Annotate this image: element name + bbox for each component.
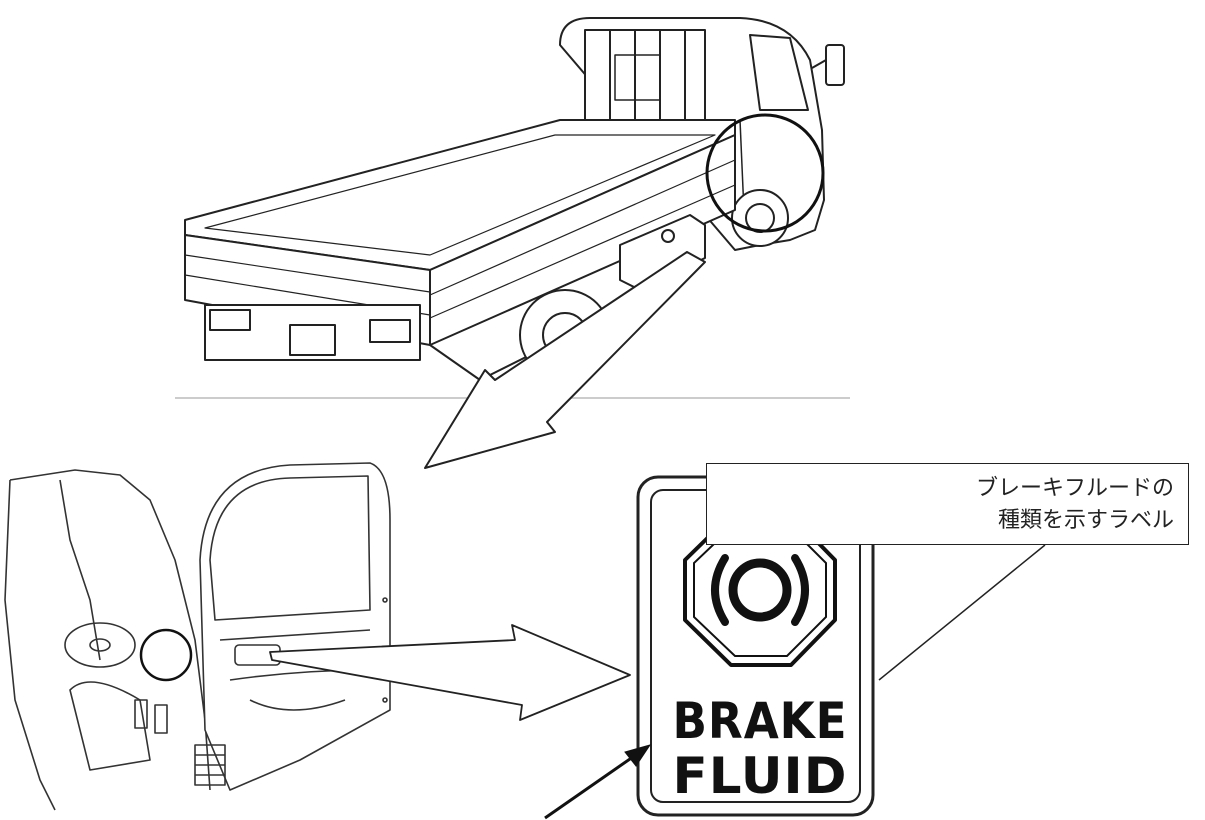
cab-interior-illustration: [4, 462, 391, 811]
callout-box: ブレーキフルードの 種類を示すラベル: [706, 463, 1189, 545]
label-brake-text: BRAKE: [673, 692, 848, 750]
callout-text-line2: 種類を示すラベル: [997, 508, 1174, 533]
label-fluid-text: FLUID: [673, 747, 848, 805]
hollow-arrow-down: [424, 251, 706, 469]
brake-fluid-label-plate: BRAKE FLUID: [636, 475, 875, 817]
truck-illustration: [175, 17, 850, 399]
callout-leader-line: [878, 544, 1046, 681]
callout-text-line1: ブレーキフルードの: [975, 476, 1174, 501]
truck-highlight-circle: [705, 113, 825, 233]
door-pillar-highlight-circle: [139, 628, 193, 682]
pointer-arrow: [544, 744, 652, 820]
hollow-arrow-right: [269, 624, 631, 721]
